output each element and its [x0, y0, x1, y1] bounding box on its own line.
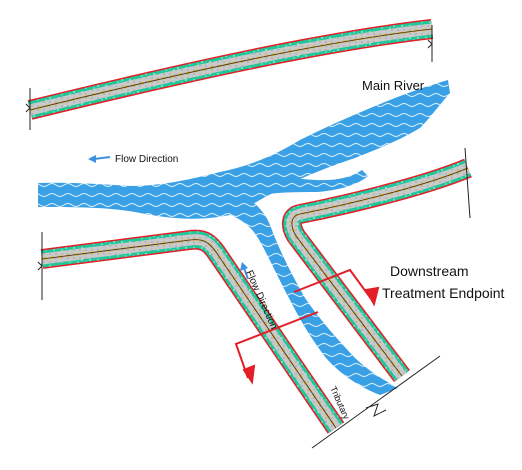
left-tributary-embankment-layer-3: [41, 234, 341, 432]
section-arrow-upper: [364, 286, 380, 307]
break-mark-right-bank: [464, 147, 471, 219]
treatment-endpoint-label: Treatment Endpoint: [382, 285, 505, 301]
flow-arrows: [88, 155, 249, 280]
left-tributary-embankment-layer-4: [41, 238, 337, 429]
flow-arrow-main-head: [88, 155, 96, 163]
left-tributary-embankment-layer-0: [40, 229, 345, 434]
main-river-embankment-layer-5: [29, 28, 433, 111]
flow-arrow-main: [93, 156, 111, 160]
left-tributary-embankment-layer-1: [40, 231, 344, 433]
left-tributary-embankment-layer-5: [41, 239, 337, 429]
section-line-upper: [293, 268, 373, 301]
side-arm-water-waves: [250, 170, 368, 196]
section-arrow-lower: [242, 364, 256, 385]
main-river-label: Main River: [362, 78, 425, 93]
break-mark-left-bank: [37, 232, 43, 300]
flow-arrow-tributary: [243, 267, 249, 280]
flow-direction-main-label: Flow Direction: [115, 154, 178, 165]
flow-arrow-tributary-head: [240, 262, 248, 271]
break-mark-main-right: [427, 25, 433, 62]
left-tributary-embankment-layer-2: [41, 234, 341, 432]
right-tributary-embankment: [281, 158, 472, 383]
section-cut-lines: [234, 268, 380, 385]
section-line-lower: [234, 311, 319, 379]
embankments: [27, 19, 472, 434]
main-river-embankment: [27, 19, 434, 120]
water-bodies: [38, 80, 450, 395]
right-tributary-embankment-layer-5: [291, 167, 469, 377]
downstream-label: Downstream: [390, 263, 469, 279]
tributary-water-waves: [222, 190, 398, 395]
left-tributary-embankment-speckle: [40, 231, 344, 433]
break-marks: [25, 25, 471, 449]
main-river-water-waves: [38, 80, 450, 219]
break-mark-main-left: [25, 88, 31, 130]
break-mark-bottom: [311, 355, 441, 449]
left-tributary-embankment: [40, 229, 345, 434]
